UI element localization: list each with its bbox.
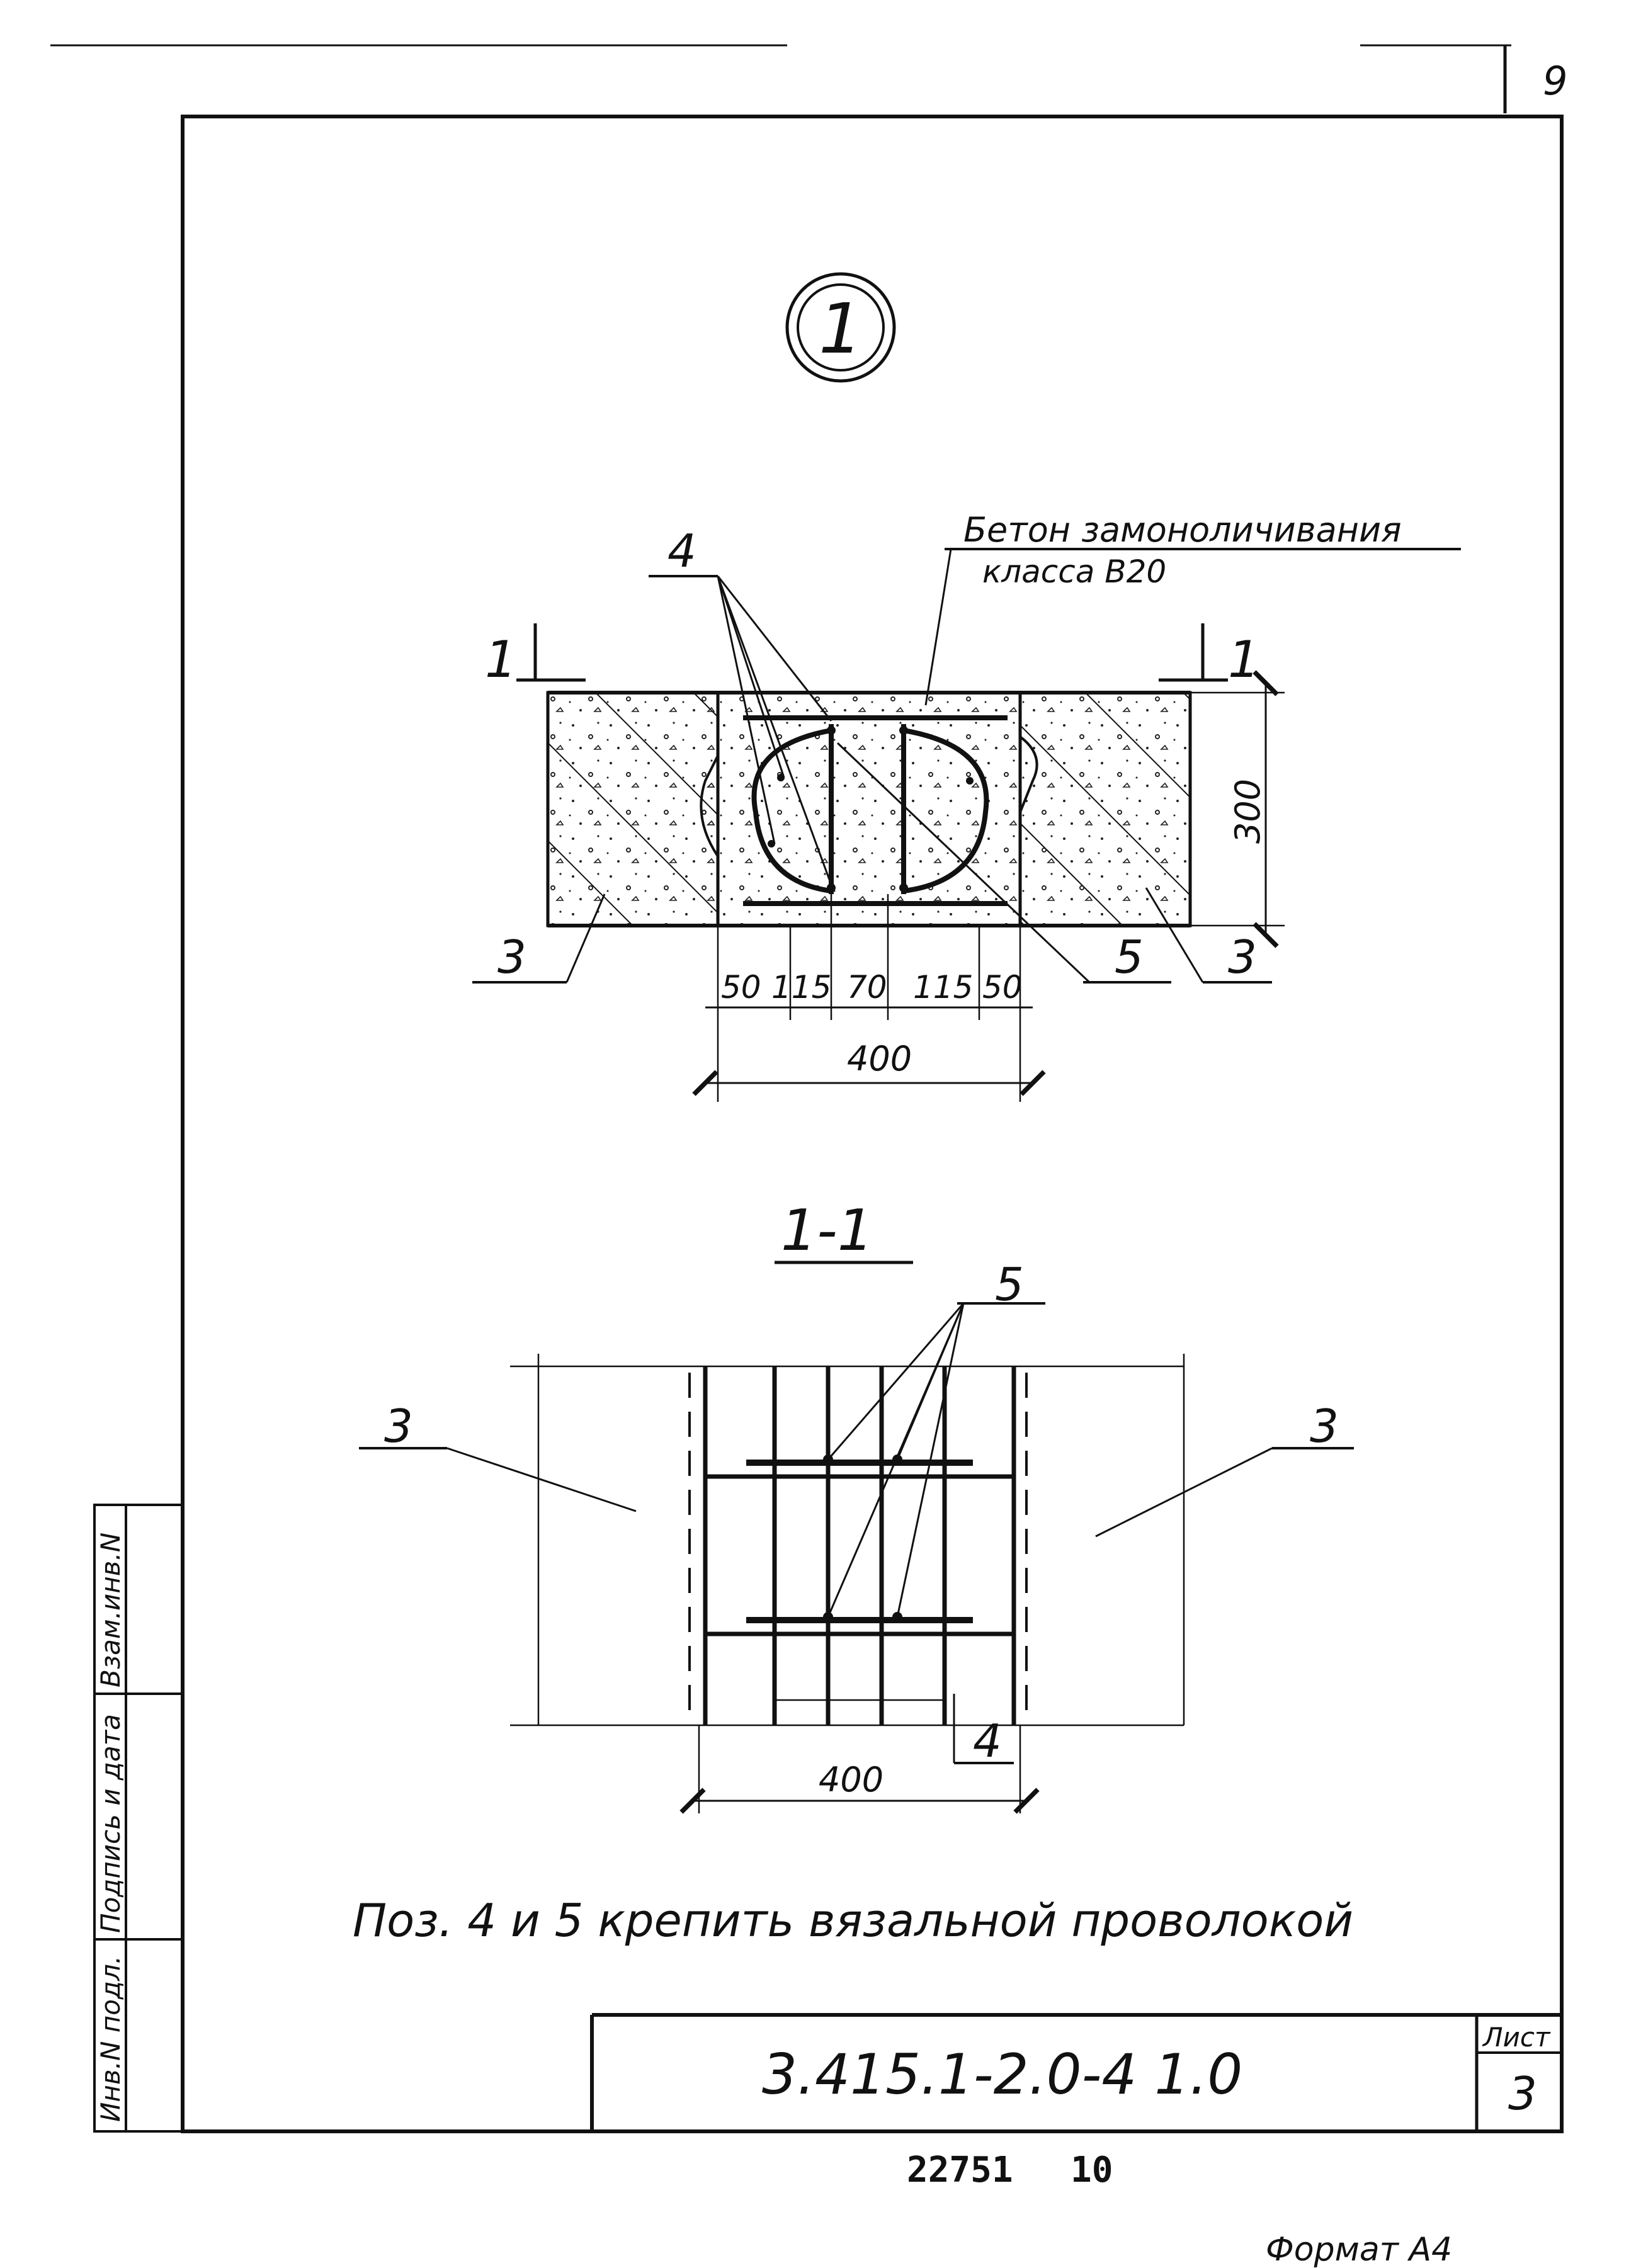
section-callout-3-right-label: 3 <box>1310 1400 1339 1453</box>
width-dim-label: 115 <box>771 969 831 1006</box>
bar-section <box>899 883 908 892</box>
stamp-inv-replaced: Взам.инв.N <box>95 1533 126 1687</box>
horizontal-tie-lower <box>746 1617 973 1623</box>
left-slab-fill <box>548 693 718 926</box>
horizontal-tie-upper <box>746 1460 973 1466</box>
plan-view: 1 1 4 5 3 3 300 <box>472 524 1285 1102</box>
section-callout-5-leader <box>827 1303 965 1460</box>
section-cut-left-label: 1 <box>485 630 517 689</box>
width-dims: 50 115 70 115 50 400 <box>692 894 1046 1102</box>
sheet-frame <box>181 115 1564 2133</box>
concrete-label-line1: Бетон замоноличивания <box>963 510 1402 550</box>
sheet-number: 3 <box>1508 2067 1537 2120</box>
paper-format: Формат А4 <box>1266 2231 1452 2268</box>
side-stamp-box <box>93 1504 184 2133</box>
callout-4-label: 4 <box>667 524 696 577</box>
concrete-leader <box>924 548 952 706</box>
width-dim-label: 70 <box>847 969 887 1006</box>
detail-marker-inner-circle <box>797 283 885 371</box>
section-view: 1-1 5 3 3 <box>359 1198 1354 1814</box>
title-block: 3.415.1-2.0-4 1.0 Лист 3 <box>590 2013 1562 2131</box>
section-callout-5-leader <box>827 1303 965 1618</box>
section-title: 1-1 <box>781 1198 873 1264</box>
order-number: 22751 <box>907 2150 1013 2191</box>
left-loop <box>751 728 832 893</box>
callout-4-leader <box>717 576 832 722</box>
height-dim-label: 300 <box>1228 779 1268 844</box>
section-width-label: 400 <box>819 1760 883 1800</box>
detail-marker-number: 1 <box>819 288 863 369</box>
callout-4-leader <box>717 576 832 885</box>
callout-3-right-leader <box>1145 887 1204 983</box>
section-callout-4-label: 4 <box>973 1715 1002 1767</box>
sheet-label: Лист <box>1482 2022 1551 2053</box>
page-number: 9 <box>1543 58 1567 104</box>
right-slab-fill <box>1020 693 1190 926</box>
assembly-note: Поз. 4 и 5 крепить вязальной проволокой <box>353 1894 1353 1947</box>
bar-section <box>827 883 836 892</box>
detail-marker-outer-circle <box>785 272 896 383</box>
callout-4-leader <box>717 576 776 844</box>
document-code: 3.415.1-2.0-4 1.0 <box>762 2042 1242 2107</box>
callout-3-right-label: 3 <box>1228 931 1257 984</box>
bar-section <box>966 777 974 785</box>
section-callout-5-leader <box>896 1303 965 1618</box>
callout-5-label: 5 <box>1115 931 1144 984</box>
section-cut-right-label: 1 <box>1228 630 1260 689</box>
section-callout-3-left-label: 3 <box>384 1400 413 1453</box>
detail-marker: 1 <box>785 272 896 383</box>
stamp-signature-date: Подпись и дата <box>95 1714 126 1933</box>
stamp-inv-original: Инв.N подл. <box>95 1956 126 2122</box>
section-callout-3-right-leader <box>1095 1447 1273 1538</box>
total-width-label: 400 <box>847 1039 912 1079</box>
right-loop <box>903 728 989 893</box>
side-stamp: Инв.N подл. Подпись и дата Взам.инв.N <box>93 1504 184 2133</box>
callout-5-leader <box>836 742 1091 984</box>
bar-section <box>827 726 836 735</box>
width-dim-label: 115 <box>913 969 973 1006</box>
callout-3-left-label: 3 <box>497 931 526 984</box>
bar-section <box>899 726 908 735</box>
callout-3-left-leader <box>565 893 606 983</box>
concrete-label-line2: класса В20 <box>982 553 1166 590</box>
width-dim-label: 50 <box>721 969 761 1006</box>
callout-4-leader <box>717 576 785 778</box>
width-dim-label: 50 <box>982 969 1023 1006</box>
section-callout-3-left-leader <box>446 1447 637 1512</box>
copy-number: 10 <box>1071 2150 1113 2191</box>
